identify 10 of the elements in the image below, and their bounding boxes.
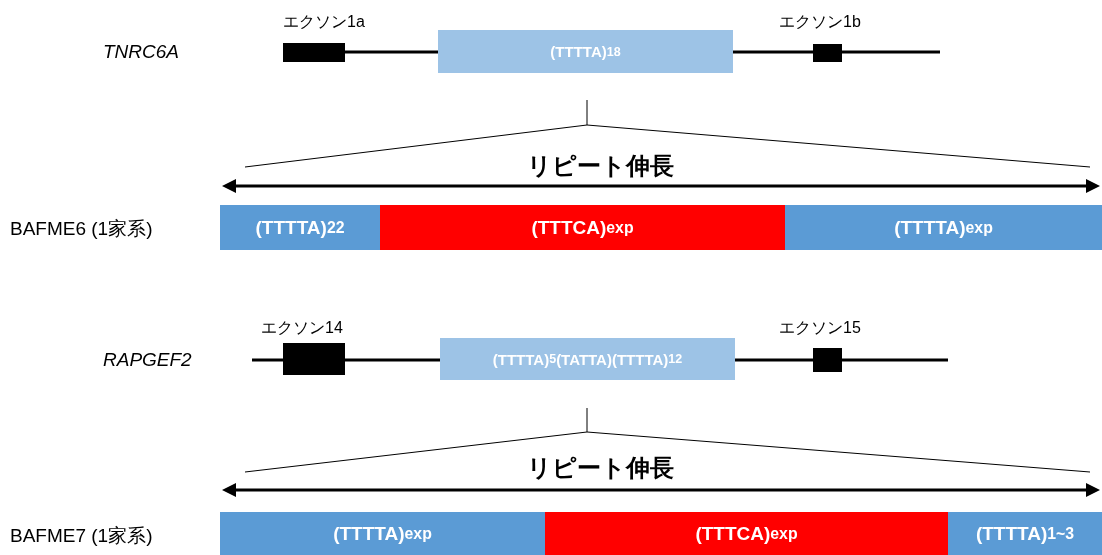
family-label: BAFME7 (1家系) xyxy=(10,524,153,548)
expansion-label: リピート伸長 xyxy=(527,151,674,181)
exon-label: エクソン14 xyxy=(261,318,343,338)
family-label: BAFME6 (1家系) xyxy=(10,217,153,241)
exon-label: エクソン1b xyxy=(779,12,861,32)
expansion-label: リピート伸長 xyxy=(527,453,674,483)
exon-label: エクソン15 xyxy=(779,318,861,338)
gene-name: TNRC6A xyxy=(103,41,179,63)
exon-label: エクソン1a xyxy=(283,12,365,32)
gene-name: RAPGEF2 xyxy=(103,349,192,371)
